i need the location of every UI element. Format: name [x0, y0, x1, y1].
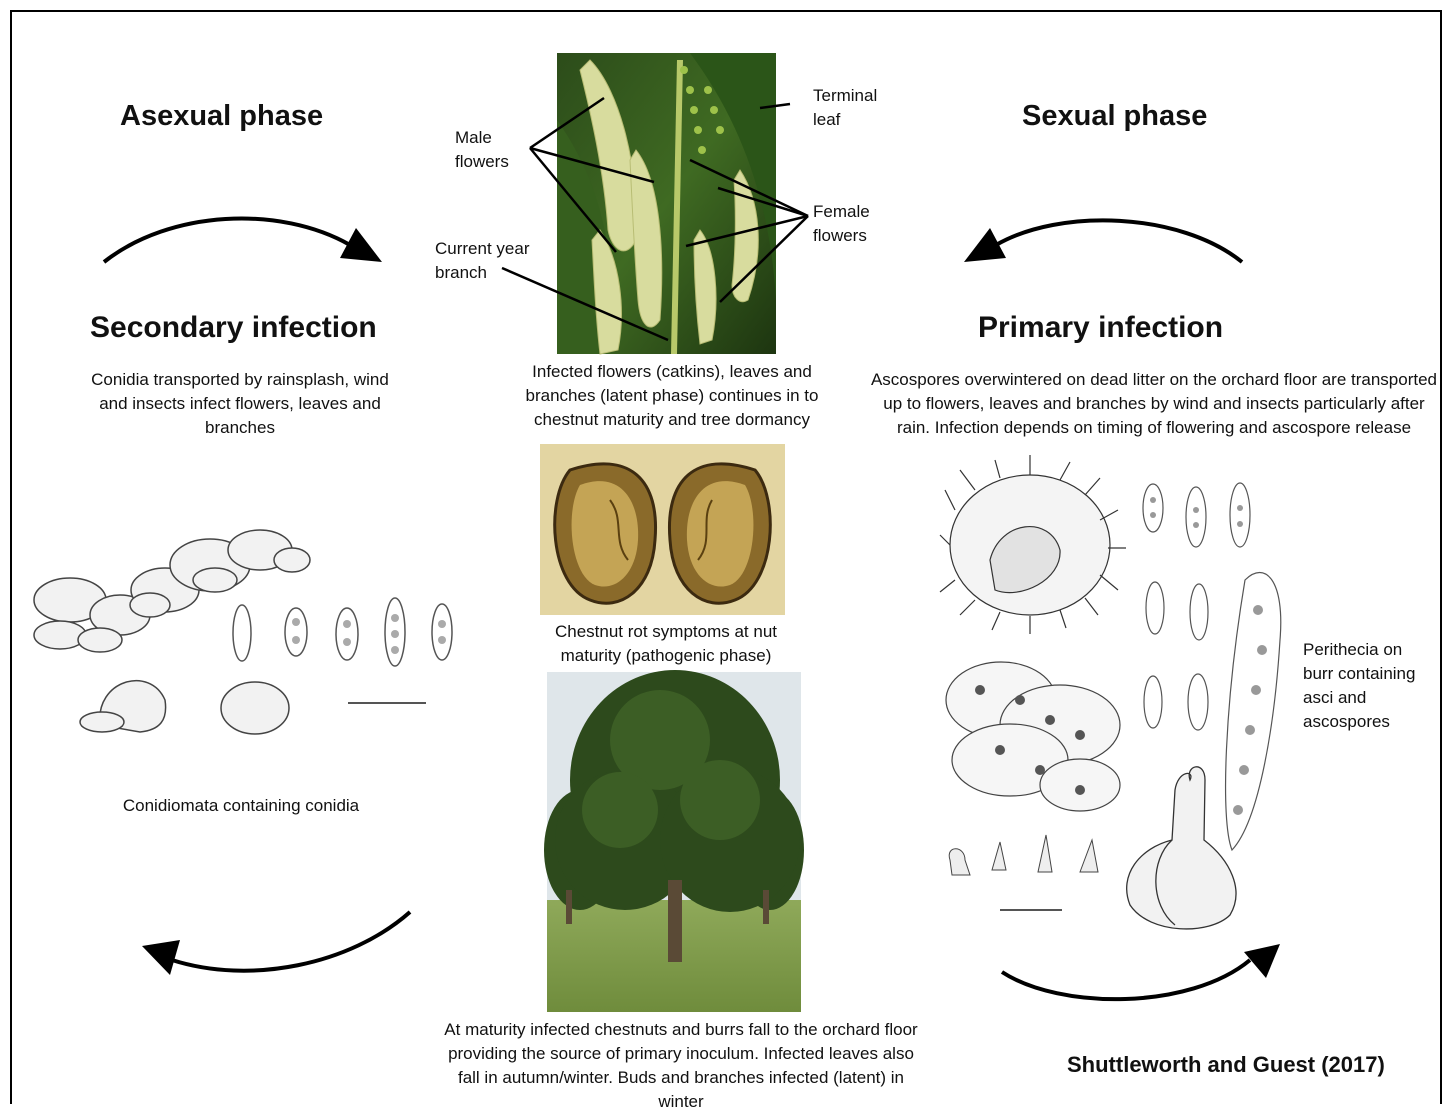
citation-credit: Shuttleworth and Guest (2017): [1067, 1052, 1385, 1078]
perithecia-caption: Perithecia on burr containing asci and a…: [1303, 638, 1419, 734]
